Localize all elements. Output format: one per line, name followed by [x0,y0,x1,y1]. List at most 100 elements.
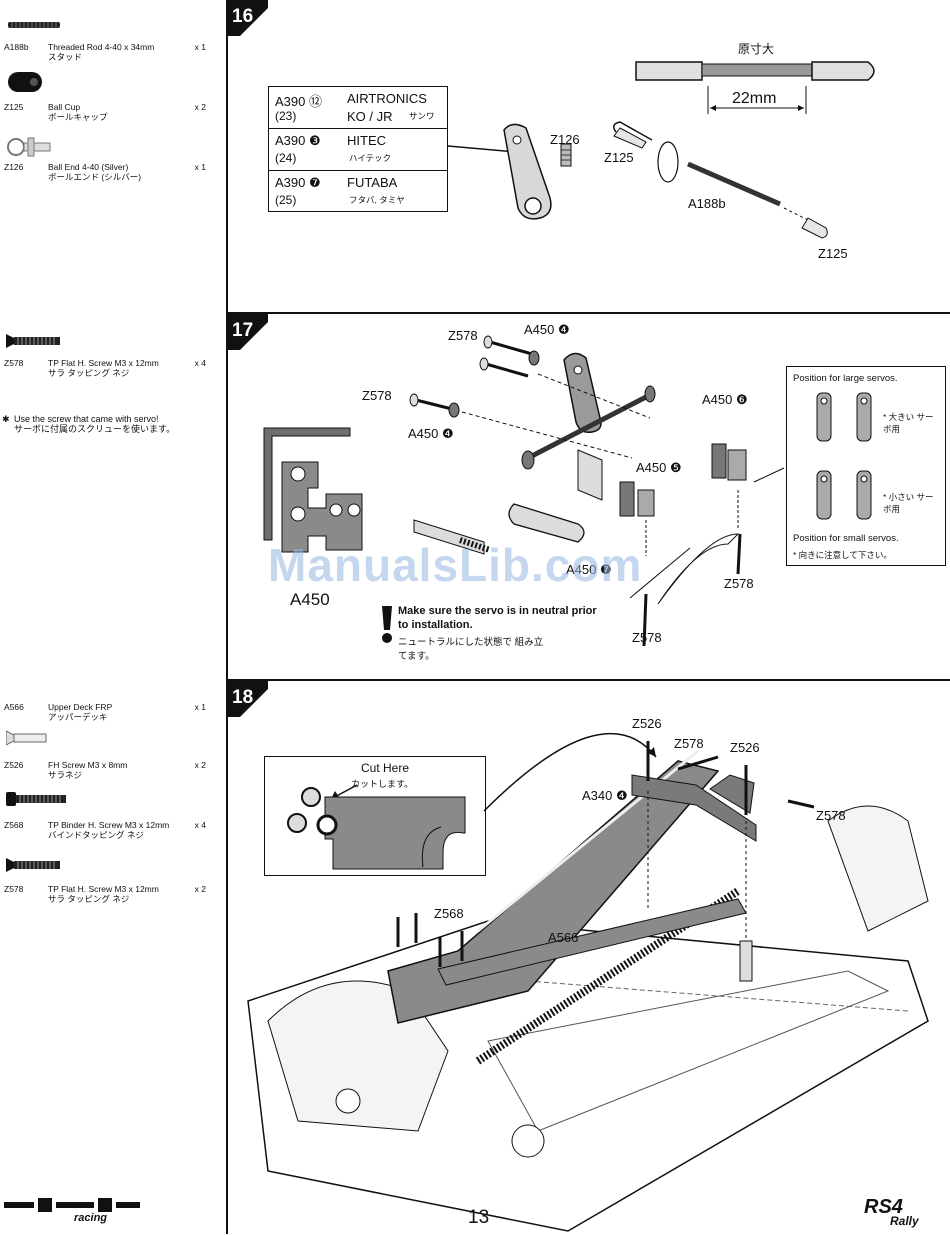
step-divider [227,679,950,681]
marker: ⑫ [309,94,323,109]
label-z578: Z578 [724,576,754,591]
ball-cup-small-diagram [816,470,872,520]
part-name-jp: サラ タッピング ネジ [48,368,130,378]
part-name-en: Ball Cup [48,102,81,112]
pos-note-jp: * 向きに注意して下さい。 [793,550,892,560]
page-number: 13 [468,1207,490,1228]
part-name-jp: スタッド [48,52,83,62]
ball-cup-large-diagram [816,392,872,442]
part-name-jp: アッパーデッキ [48,712,108,722]
label-a450: A450 ❼ [566,562,612,577]
screws-z578 [409,335,540,418]
part-name-en: Upper Deck FRP [48,702,113,712]
code-text: A390 [275,133,306,148]
bullet-icon: ✱ [2,414,10,424]
rod-size-jp: 原寸大 [738,42,775,56]
step-18-illustration [247,732,929,1232]
part-name-en: Ball End 4-40 (Silver) [48,162,129,172]
flat-screw-icon [6,856,60,879]
part-code: Z526 [4,760,24,770]
brand-sub: racing [74,1212,108,1224]
part-qty: x 2 [194,884,206,894]
column-divider [226,0,228,1234]
servo-brand-jp: サンワ [409,111,435,121]
part-code: Z568 [4,820,24,830]
threaded-rod-icon [8,16,60,34]
servo-code: A390 ❸ [275,133,321,149]
rs4-rally-logo: RS4 Rally [860,1196,944,1230]
step-number: 18 [232,687,254,708]
brand-rs4: RS4 [864,1196,903,1218]
caution-text-jp: ニュートラルにした状態で 組み立てます。 [398,637,544,662]
part-name-jp: バインドタッピング ネジ [48,830,144,840]
caution-text: Make sure the servo is in neutral prior … [398,605,597,631]
a340-brace [631,774,757,842]
ball-cups-a450 [619,443,747,647]
servo-saver [413,449,603,555]
label-a450-part: A450 [290,590,330,609]
servo-row-futaba: A390 ❼ (25) FUTABA フタバ, タミヤ [269,171,447,212]
note-jp: サーボに付属のスクリューを使います。 [14,424,176,434]
label-z526: Z526 [730,740,760,755]
ball-end-z126 [560,143,572,167]
part-qty: x 2 [194,760,206,770]
servo-brand-jp: ハイテック [349,153,392,163]
caution-note: Make sure the servo is in neutral prior … [398,604,598,664]
servo-brand-2: KO / JR [347,109,393,124]
servo-num: (24) [275,151,297,165]
code-text: A390 [275,94,306,109]
servo-horn [503,123,552,220]
ball-cup-icon [8,68,42,101]
part-qty: x 1 [194,702,206,712]
label-a450: A450 ❹ [408,426,454,441]
rod-length: 22mm [732,90,777,107]
step-17-badge: 17 [228,314,268,350]
pos-large-title: Position for large servos. [793,373,898,384]
caution-icon [382,606,392,643]
part-qty: x 2 [194,102,206,112]
part-name-en: TP Flat H. Screw M3 x 12mm [48,358,159,368]
step-number: 16 [232,6,254,27]
label-a450: A450 ❻ [702,392,748,407]
servo-body [629,533,740,605]
label-z568: Z568 [434,906,464,921]
step-18-screws [396,741,815,982]
part-qty: x 4 [194,358,206,368]
servo-row-airtronics: A390 ⑫ (23) AIRTRONICS KO / JR サンワ [269,87,447,129]
watermark: ManualsLib.com [268,539,643,591]
servo-position-box: Position for large servos. * 大きい サーボ用 * … [786,366,946,566]
fh-screw-icon [5,730,48,751]
label-a450: A450 ❺ [636,460,682,475]
part-name-en: FH Screw M3 x 8mm [48,760,128,770]
part-code: A188b [4,42,29,52]
pos-small-jp: * 小さい サーボ用 [883,492,934,514]
part-code: Z578 [4,884,24,894]
label-a340: A340 ❹ [582,788,628,803]
part-name-en: TP Flat H. Screw M3 x 12mm [48,884,159,894]
label-z578: Z578 [632,630,662,645]
turnbuckle-full-size [635,61,875,114]
part-name-jp: サラネジ [48,770,83,780]
step-16-illustration [447,61,875,239]
hpi-racing-logo: racing [4,1196,144,1230]
part-code: Z578 [4,358,24,368]
a450-parts-tree [263,427,363,553]
servo-brand-jp: フタバ, タミヤ [349,195,405,205]
note-en: Use the screw that came with servo! [14,414,159,424]
servo-brand: FUTABA [347,175,398,190]
part-code: A566 [4,702,24,712]
flat-screw-icon [6,332,60,355]
part-name-en: TP Binder H. Screw M3 x 12mm [48,820,170,830]
note-text: Use the screw that came with servo!サーボに付… [14,414,222,434]
label-a566: A566 [548,930,579,945]
cut-here-jp: カットします。 [351,779,414,789]
servo-code: A390 ❼ [275,175,321,191]
step-17-illustration [263,335,785,647]
label-z125: Z125 [604,150,634,165]
